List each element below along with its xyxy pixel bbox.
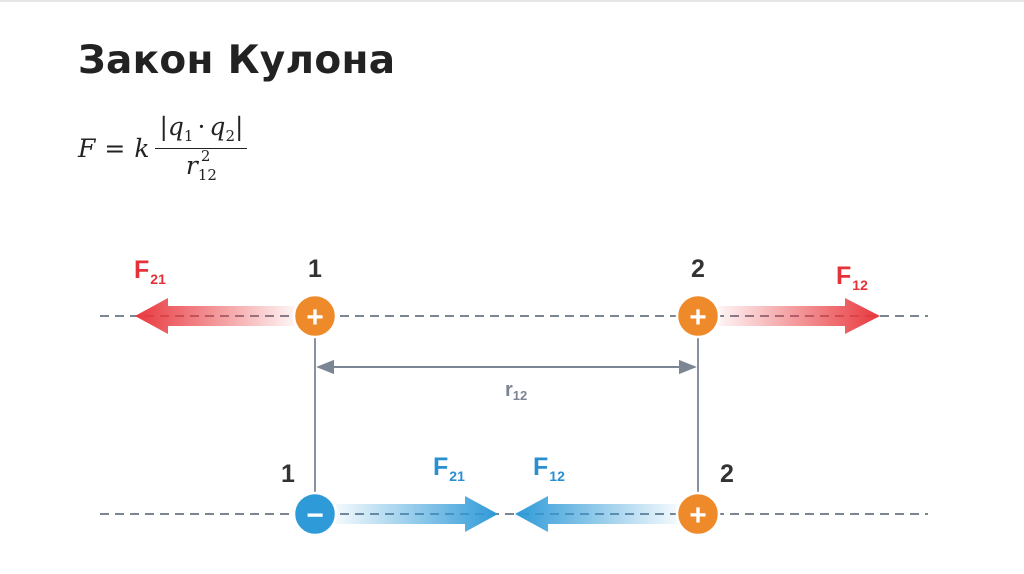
distance-label: r12 [505, 379, 527, 403]
bottom-charge-2-number: 2 [720, 460, 734, 488]
top-force-f21-arrow [135, 298, 295, 334]
top-force-f21-label: F21 [134, 256, 166, 287]
top-force-f12-arrow [718, 298, 880, 334]
top-charge-2-number: 2 [691, 255, 705, 283]
slide-title: Закон Кулона [78, 38, 396, 83]
formula-dot: · [197, 112, 206, 141]
bottom-force-f12-label: F12 [533, 453, 565, 484]
top-charge-1-number: 1 [308, 255, 322, 283]
bottom-force-f12-arrow [515, 496, 678, 532]
formula-q1: q [167, 112, 184, 141]
formula-q2: q [209, 112, 226, 141]
bottom-charge-2-sign: + [689, 499, 707, 532]
top-charge-1-sign: + [306, 301, 324, 334]
bottom-charge-1-number: 1 [281, 460, 295, 488]
slide-top-border [0, 0, 1024, 2]
formula-force-symbol: F [78, 133, 96, 163]
formula-r-sub: 12 [197, 166, 217, 184]
formula-q2-sub: 2 [225, 127, 235, 145]
bottom-charge-2: + [675, 491, 721, 537]
formula-abs-close: | [234, 112, 244, 141]
formula-r-sup: 2 [200, 147, 211, 165]
bottom-charge-1-sign: − [306, 499, 324, 532]
bottom-charge-1: − [292, 491, 338, 537]
top-charge-2-sign: + [689, 301, 707, 334]
formula-numerator: |q1·q2| [155, 112, 248, 149]
bottom-force-f21-label: F21 [433, 453, 465, 484]
bottom-force-f21-arrow [335, 496, 498, 532]
formula-equals: = [104, 133, 126, 163]
top-charge-1: + [292, 293, 338, 339]
formula-constant: k [134, 133, 150, 163]
formula-q1-sub: 1 [183, 127, 194, 145]
top-charge-2: + [675, 293, 721, 339]
formula-abs-open: | [159, 112, 168, 141]
formula-r: r [185, 151, 198, 180]
top-force-f12-label: F12 [836, 262, 868, 293]
